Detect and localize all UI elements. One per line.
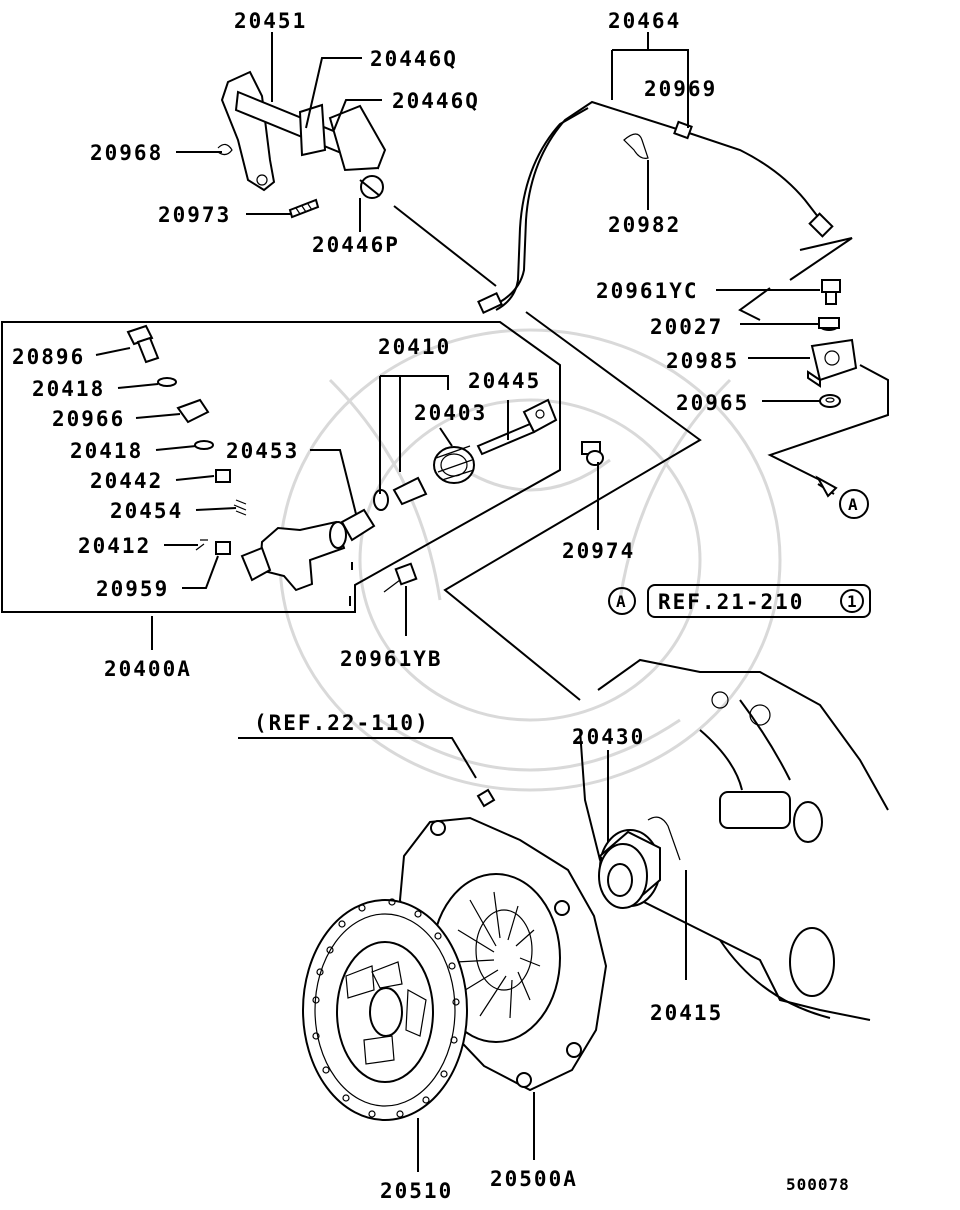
label-20027[interactable]: 20027 xyxy=(650,315,723,339)
label-ref-22-110[interactable]: (REF.22-110) xyxy=(254,711,430,735)
label-20510[interactable]: 20510 xyxy=(380,1179,453,1203)
label-circle-a-connector: A xyxy=(848,495,859,514)
label-ref-21-210[interactable]: REF.21-210 xyxy=(658,590,804,614)
label-20412[interactable]: 20412 xyxy=(78,534,151,558)
label-20430[interactable]: 20430 xyxy=(572,725,645,749)
label-20442[interactable]: 20442 xyxy=(90,469,163,493)
label-20403[interactable]: 20403 xyxy=(414,401,487,425)
leader-lines xyxy=(95,32,889,1172)
label-20446q-lower[interactable]: 20446Q xyxy=(392,89,480,113)
bracket-hardware xyxy=(807,279,858,408)
label-20961yb[interactable]: 20961YB xyxy=(340,647,443,671)
label-20418-upper[interactable]: 20418 xyxy=(32,377,105,401)
label-20961yc[interactable]: 20961YC xyxy=(596,279,699,303)
label-20453[interactable]: 20453 xyxy=(226,439,299,463)
label-20410[interactable]: 20410 xyxy=(378,335,451,359)
transmission-housing xyxy=(579,658,889,1021)
disc-rivets xyxy=(312,898,460,1118)
label-20418-lower[interactable]: 20418 xyxy=(70,439,143,463)
connector-circle-a xyxy=(839,489,869,519)
clutch-fork-assembly xyxy=(217,70,387,219)
label-20965[interactable]: 20965 xyxy=(676,391,749,415)
label-20400a[interactable]: 20400A xyxy=(104,657,192,681)
label-20973[interactable]: 20973 xyxy=(158,203,231,227)
label-20445[interactable]: 20445 xyxy=(468,369,541,393)
label-20969[interactable]: 20969 xyxy=(644,77,717,101)
ref21-number-circle xyxy=(840,589,864,613)
label-circle-a-reference: A xyxy=(616,592,627,611)
label-20974[interactable]: 20974 xyxy=(562,539,635,563)
diagram-code: 500078 xyxy=(786,1175,850,1194)
part-labels: 20451 20446Q 20446Q 20968 20973 20446P 2… xyxy=(12,9,859,1203)
reference-circle-a xyxy=(608,587,636,615)
master-cylinder-group xyxy=(1,321,604,613)
label-20464[interactable]: 20464 xyxy=(608,9,681,33)
clutch-disc xyxy=(302,898,468,1121)
label-20982[interactable]: 20982 xyxy=(608,213,681,237)
label-20959[interactable]: 20959 xyxy=(96,577,169,601)
label-20454[interactable]: 20454 xyxy=(110,499,183,523)
label-20500a[interactable]: 20500A xyxy=(490,1167,578,1191)
release-bearing xyxy=(598,816,681,909)
label-20896[interactable]: 20896 xyxy=(12,345,85,369)
label-ref-21-210-number: 1 xyxy=(847,592,858,611)
label-20968[interactable]: 20968 xyxy=(90,141,163,165)
label-20966[interactable]: 20966 xyxy=(52,407,125,431)
label-20985[interactable]: 20985 xyxy=(666,349,739,373)
label-20415[interactable]: 20415 xyxy=(650,1001,723,1025)
ref21-box xyxy=(647,584,871,618)
label-20446p[interactable]: 20446P xyxy=(312,233,400,257)
label-20446q-upper[interactable]: 20446Q xyxy=(370,47,458,71)
label-20451[interactable]: 20451 xyxy=(234,9,307,33)
